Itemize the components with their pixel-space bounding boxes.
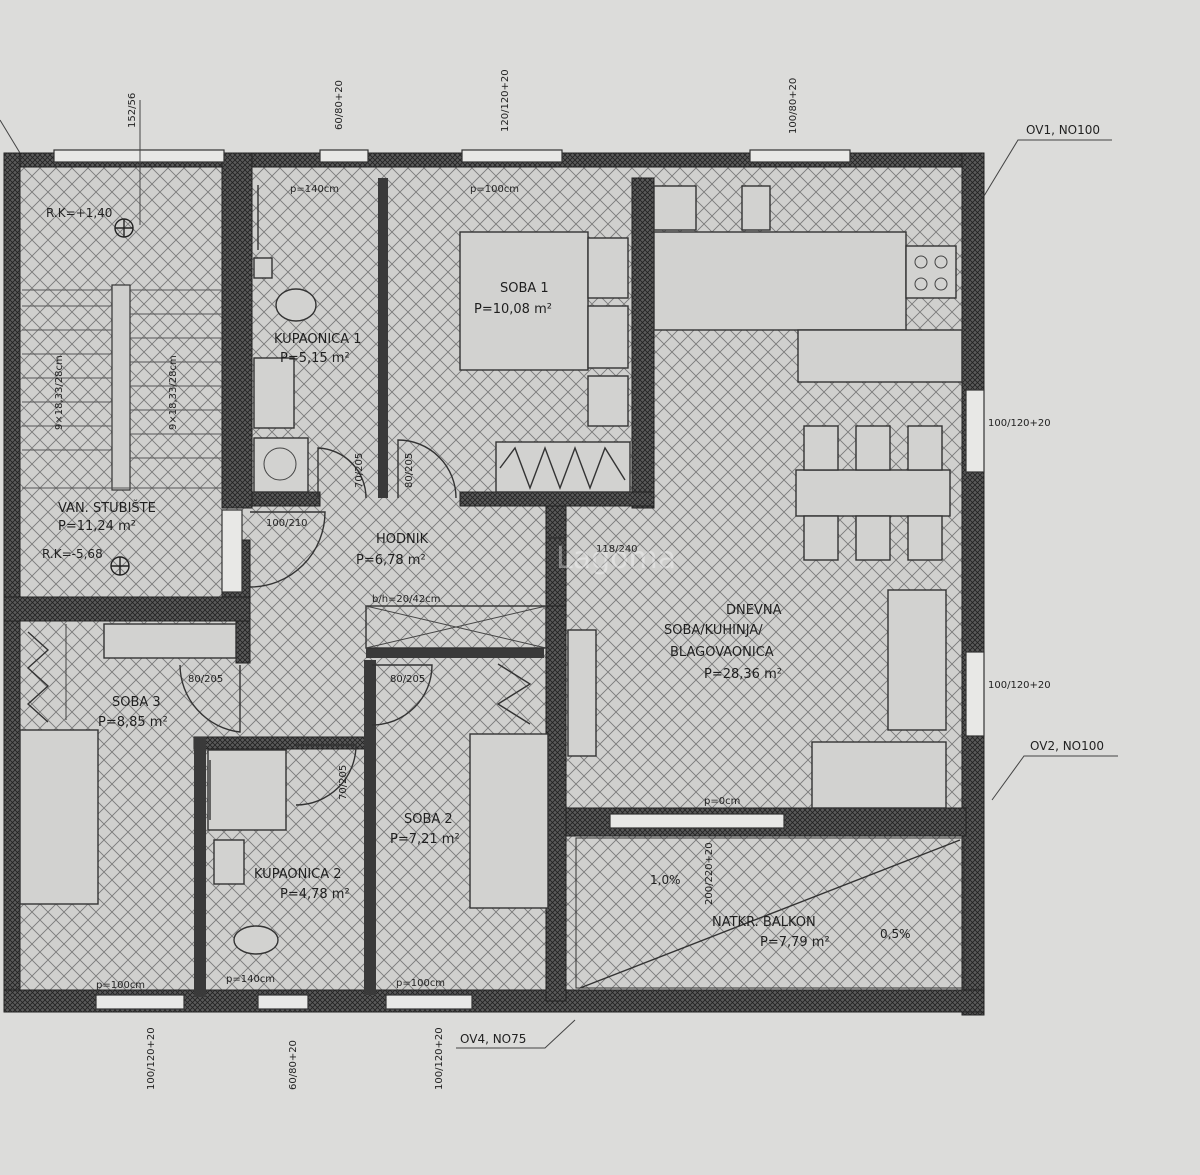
- leader-lines: [0, 119, 1118, 1049]
- soba3-name: SOBA 3: [112, 695, 161, 710]
- kup1-area: P=5,15 m²: [280, 351, 350, 366]
- dnevna-line2: SOBA/KUHINJA/: [664, 623, 763, 638]
- p-kup2: p=140cm: [226, 974, 275, 985]
- dim-bottom2: 60/80+20: [288, 1040, 299, 1090]
- stair-dim-b: 9×18,33/28cm: [168, 355, 179, 430]
- p-kup1: p=140cm: [290, 184, 339, 195]
- door-soba3: 80/205: [188, 674, 223, 685]
- door-hodnik: 100/210: [266, 518, 308, 529]
- hodnik-area: P=6,78 m²: [356, 553, 426, 568]
- dim-right1: 100/120+20: [988, 418, 1051, 429]
- tag-ov4: OV4, NO75: [460, 1032, 526, 1046]
- windows: [53, 149, 985, 1010]
- balkon-area: P=7,79 m²: [760, 935, 830, 950]
- watermark: Lagoma: [556, 541, 676, 576]
- tag-ov1: OV1, NO100: [1026, 123, 1100, 137]
- dim-stair-window: 152/56: [127, 93, 138, 128]
- soba2-name: SOBA 2: [404, 812, 453, 827]
- stubiste-rk-top: R.K=+1,40: [46, 206, 112, 220]
- kup2-area: P=4,78 m²: [280, 887, 350, 902]
- soba1-area: P=10,08 m²: [474, 302, 552, 317]
- door-kup1: 70/205: [354, 453, 365, 488]
- dim-bottom1: 100/120+20: [146, 1027, 157, 1090]
- door-soba2: 80/205: [390, 674, 425, 685]
- door-soba1: 80/205: [404, 453, 415, 488]
- balkon-slope1: 1,0%: [650, 873, 681, 887]
- stubiste-area: P=11,24 m²: [58, 519, 136, 534]
- kup2-name: KUPAONICA 2: [254, 867, 342, 882]
- balkon-slope2: 0,5%: [880, 927, 911, 941]
- outer-walls: [3, 152, 985, 1016]
- stair-note: b/h=20/42cm: [372, 594, 441, 605]
- dim-kup1-window: 60/80+20: [334, 80, 345, 130]
- hall-landing: [365, 605, 547, 649]
- kup1-name: KUPAONICA 1: [274, 332, 362, 347]
- p-soba1: p=100cm: [470, 184, 519, 195]
- stair-dim-a: 9×18,33/28cm: [54, 355, 65, 430]
- opening-tags: OV1, NO100 OV2, NO100 OV4, NO75: [460, 123, 1104, 1046]
- dnevna-line1: DNEVNA: [726, 603, 782, 618]
- level-markers: [110, 218, 134, 576]
- dim-balkon-door: 200/220+20: [704, 842, 715, 905]
- p-soba3: p=100cm: [96, 980, 145, 991]
- dnevna-area: P=28,36 m²: [704, 667, 782, 682]
- dim-kitchen-window: 100/80+20: [788, 78, 799, 134]
- dimension-labels: 152/56 60/80+20 120/120+20 100/80+20 100…: [54, 69, 1051, 1090]
- dim-soba1-window: 120/120+20: [500, 69, 511, 132]
- balkon-slope: [575, 837, 965, 989]
- door-swings: [179, 439, 566, 806]
- soba1-name: SOBA 1: [500, 281, 549, 296]
- room-labels: VAN. STUBIŠTE P=11,24 m² R.K=+1,40 R.K=-…: [42, 206, 911, 950]
- door-kup2: 70/205: [338, 765, 349, 800]
- soba3-area: P=8,85 m²: [98, 715, 168, 730]
- hodnik-name: HODNIK: [376, 532, 429, 547]
- furniture: [19, 185, 963, 955]
- dim-right2: 100/120+20: [988, 680, 1051, 691]
- staircase: [22, 100, 222, 491]
- p-balkon: p=0cm: [704, 796, 740, 807]
- balkon-name: NATKR. BALKON: [712, 915, 816, 930]
- soba2-area: P=7,21 m²: [390, 832, 460, 847]
- door-dnevna: 118/240: [596, 544, 638, 555]
- p-soba2: p=100cm: [396, 978, 445, 989]
- dnevna-line3: BLAGOVAONICA: [670, 645, 774, 660]
- stubiste-rk-bottom: R.K=-5,68: [42, 547, 103, 561]
- stubiste-name: VAN. STUBIŠTE: [58, 500, 156, 516]
- dim-bottom3: 100/120+20: [434, 1027, 445, 1090]
- tag-ov2: OV2, NO100: [1030, 739, 1104, 753]
